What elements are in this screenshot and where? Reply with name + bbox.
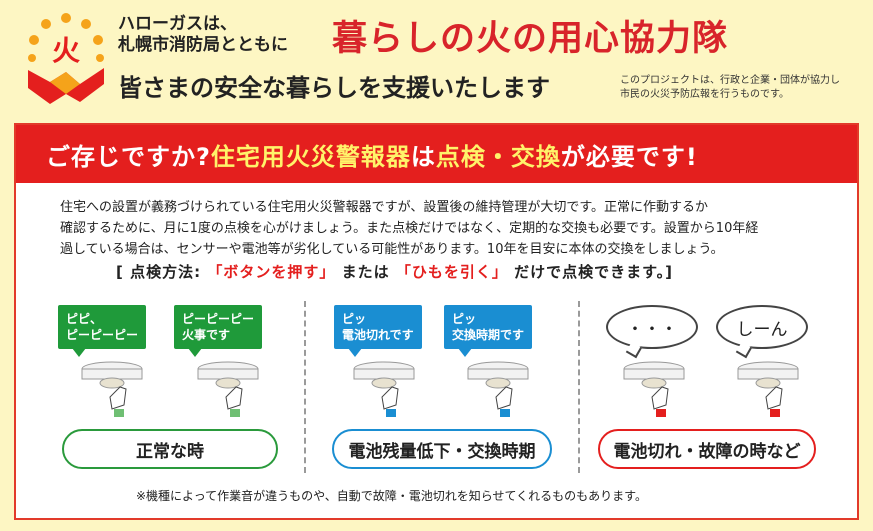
smoke-detector-icon: [737, 361, 799, 417]
note-line-2: 市民の火災予防広報を行うものです。: [620, 89, 789, 100]
org-line-1: ハローガスは、: [118, 14, 237, 34]
panel-divider: [304, 301, 306, 473]
battery-bubble-2-line-2: 交換時期です: [452, 328, 525, 342]
logo-fire-char: 火: [52, 34, 80, 67]
failure-status-label: 電池切れ・故障の時など: [598, 429, 816, 469]
smoke-detector-icon: [353, 361, 415, 417]
method-option-button: 「ボタンを押す」: [207, 263, 336, 281]
banner-part-3: は: [410, 142, 436, 171]
description-text: 住宅への設置が義務づけられている住宅用火災警報器ですが、設置後の維持管理が大切で…: [60, 197, 840, 260]
battery-sound-bubble-2: ピッ 交換時期です: [444, 305, 533, 357]
method-open: [ 点検方法:: [116, 263, 202, 281]
header: 火 ハローガスは、 札幌市消防局とともに 暮らしの火の用心協力隊 皆さまの安全な…: [0, 0, 873, 118]
silent-bubble-1: ・・・: [606, 305, 698, 349]
battery-sound-bubble-1: ピッ 電池切れです: [334, 305, 422, 357]
footnote: ※機種によって作業音が違うものや、自動で故障・電池切れを知らせてくれるものもあり…: [136, 489, 647, 503]
inspection-method: [ 点検方法: 「ボタンを押す」 または 「ひもを引く」 だけで点検できます。]: [116, 261, 673, 282]
normal-bubble-2-line-2: 火事です: [182, 328, 231, 342]
normal-bubble-2-line-1: ピーピーピー: [182, 312, 255, 326]
organization-text: ハローガスは、 札幌市消防局とともに: [118, 14, 288, 56]
smoke-detector-icon: [81, 361, 143, 417]
description-line-3: 過している場合は、センサーや電池等が劣化している可能性があります。10年を目安に…: [60, 242, 724, 257]
normal-bubble-1-line-2: ピーピーピー: [66, 328, 139, 342]
headline-banner: ご存じですか? 住宅用火災警報器 は 点検・交換 が必要です!: [16, 125, 857, 183]
smoke-detector-icon: [623, 361, 685, 417]
smoke-detector-icon: [197, 361, 259, 417]
silent-bubble-2: しーん: [716, 305, 808, 349]
org-line-2: 札幌市消防局とともに: [118, 35, 288, 55]
panel-divider: [578, 301, 580, 473]
main-content-box: ご存じですか? 住宅用火災警報器 は 点検・交換 が必要です! 住宅への設置が義…: [14, 123, 859, 520]
banner-part-1: ご存じですか?: [46, 142, 211, 171]
banner-part-5: が必要です!: [560, 142, 698, 171]
project-note: このプロジェクトは、行政と企業・団体が協力し 市民の火災予防広報を行うものです。: [620, 74, 870, 102]
normal-status-label: 正常な時: [62, 429, 278, 469]
normal-sound-bubble-2: ピーピーピー 火事です: [174, 305, 263, 357]
battery-bubble-2-line-1: ピッ: [452, 312, 477, 326]
page-subtitle: 皆さまの安全な暮らしを支援いたします: [118, 74, 550, 102]
battery-bubble-1-line-1: ピッ: [342, 312, 367, 326]
battery-bubble-1-line-2: 電池切れです: [342, 328, 414, 342]
method-option-string: 「ひもを引く」: [395, 263, 508, 281]
banner-part-4: 点検・交換: [435, 142, 561, 171]
method-mid: または: [341, 263, 390, 281]
method-close: だけで点検できます。]: [514, 263, 673, 281]
note-line-1: このプロジェクトは、行政と企業・団体が協力し: [620, 75, 840, 86]
description-line-2: 確認するために、月に1度の点検を心がけましょう。また点検だけではなく、定期的な交…: [60, 221, 759, 236]
smoke-detector-icon: [467, 361, 529, 417]
fire-cooperation-logo-icon: 火: [28, 13, 104, 104]
page-title: 暮らしの火の用心協力隊: [332, 19, 729, 59]
battery-status-label: 電池残量低下・交換時期: [332, 429, 552, 469]
normal-sound-bubble-1: ピピ、 ピーピーピー: [58, 305, 147, 357]
description-line-1: 住宅への設置が義務づけられている住宅用火災警報器ですが、設置後の維持管理が大切で…: [60, 200, 709, 215]
banner-part-2: 住宅用火災警報器: [210, 142, 411, 171]
normal-bubble-1-line-1: ピピ、: [66, 312, 103, 326]
